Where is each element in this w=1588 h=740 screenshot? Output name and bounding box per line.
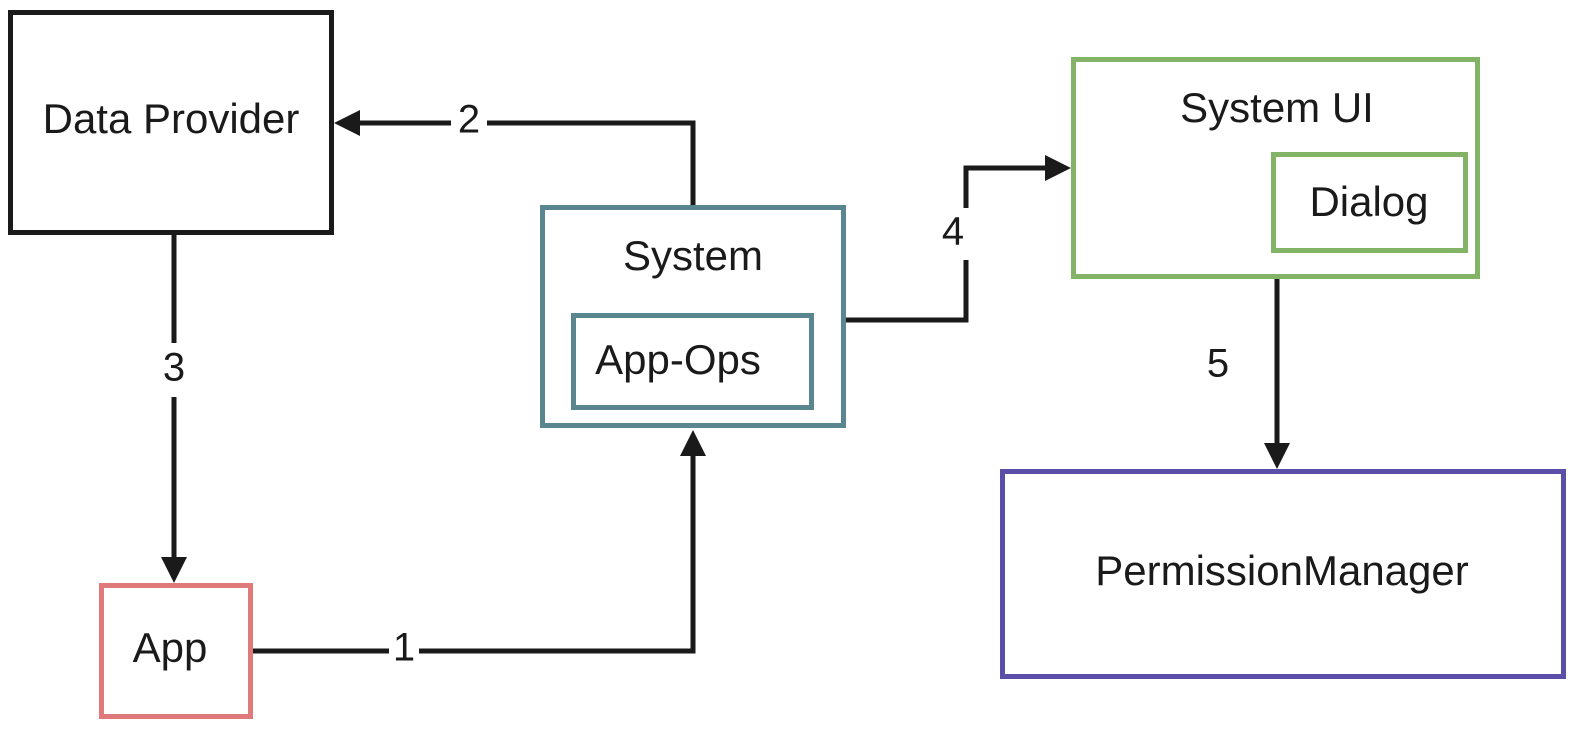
arrow-head-2 <box>334 110 360 136</box>
arrow-head-3 <box>161 557 187 583</box>
edge-2 <box>334 110 696 205</box>
node-box-app[interactable] <box>99 583 253 719</box>
edge-label-backing-4 <box>935 208 971 260</box>
edge-label-backing-3 <box>159 343 189 397</box>
node-data-provider[interactable]: Data Provider <box>8 10 334 235</box>
node-app[interactable]: App <box>99 583 253 719</box>
node-label-app-ops: App-Ops <box>595 336 761 383</box>
node-label-data-provider: Data Provider <box>43 95 300 142</box>
edge-label-group-4: 4 <box>935 208 971 260</box>
edge-label-group-3: 3 <box>159 343 189 397</box>
edge-line-2 <box>349 120 696 205</box>
edge-label-1: 1 <box>393 626 415 670</box>
node-box-permission-manager[interactable] <box>1000 469 1566 679</box>
node-dialog[interactable]: Dialog <box>1271 152 1468 253</box>
arrow-head-1 <box>680 430 706 456</box>
edge-line-1 <box>253 445 696 654</box>
node-app-ops[interactable]: App-Ops <box>571 313 814 410</box>
edge-label-group-1: 1 <box>389 623 419 677</box>
edge-labels-layer: 1 2 3 4 5 <box>159 96 1233 677</box>
arrow-head-4 <box>1045 155 1071 181</box>
node-label-dialog: Dialog <box>1309 178 1428 225</box>
edge-5 <box>1264 279 1290 469</box>
node-label-system: System <box>623 232 763 279</box>
arrow-head-5 <box>1264 443 1290 469</box>
node-label-app: App <box>133 624 208 671</box>
node-permission-manager[interactable]: PermissionManager <box>1000 469 1566 679</box>
edge-label-5: 5 <box>1207 342 1229 386</box>
edge-label-backing-1 <box>389 623 419 677</box>
node-label-system-ui: System UI <box>1180 84 1374 131</box>
node-box-dialog[interactable] <box>1271 152 1468 253</box>
edge-3 <box>161 235 187 583</box>
edge-1 <box>253 430 706 654</box>
edge-label-backing-5 <box>1203 339 1233 393</box>
edge-label-group-5: 5 <box>1203 339 1233 393</box>
node-box-data-provider[interactable] <box>8 10 334 235</box>
edge-label-3: 3 <box>163 346 185 390</box>
node-box-app-ops[interactable] <box>571 313 814 410</box>
edge-label-backing-2 <box>451 96 487 148</box>
edge-label-group-2: 2 <box>451 96 487 148</box>
edge-label-2: 2 <box>458 98 480 142</box>
edge-label-4: 4 <box>942 210 964 254</box>
node-label-permission-manager: PermissionManager <box>1095 547 1469 594</box>
